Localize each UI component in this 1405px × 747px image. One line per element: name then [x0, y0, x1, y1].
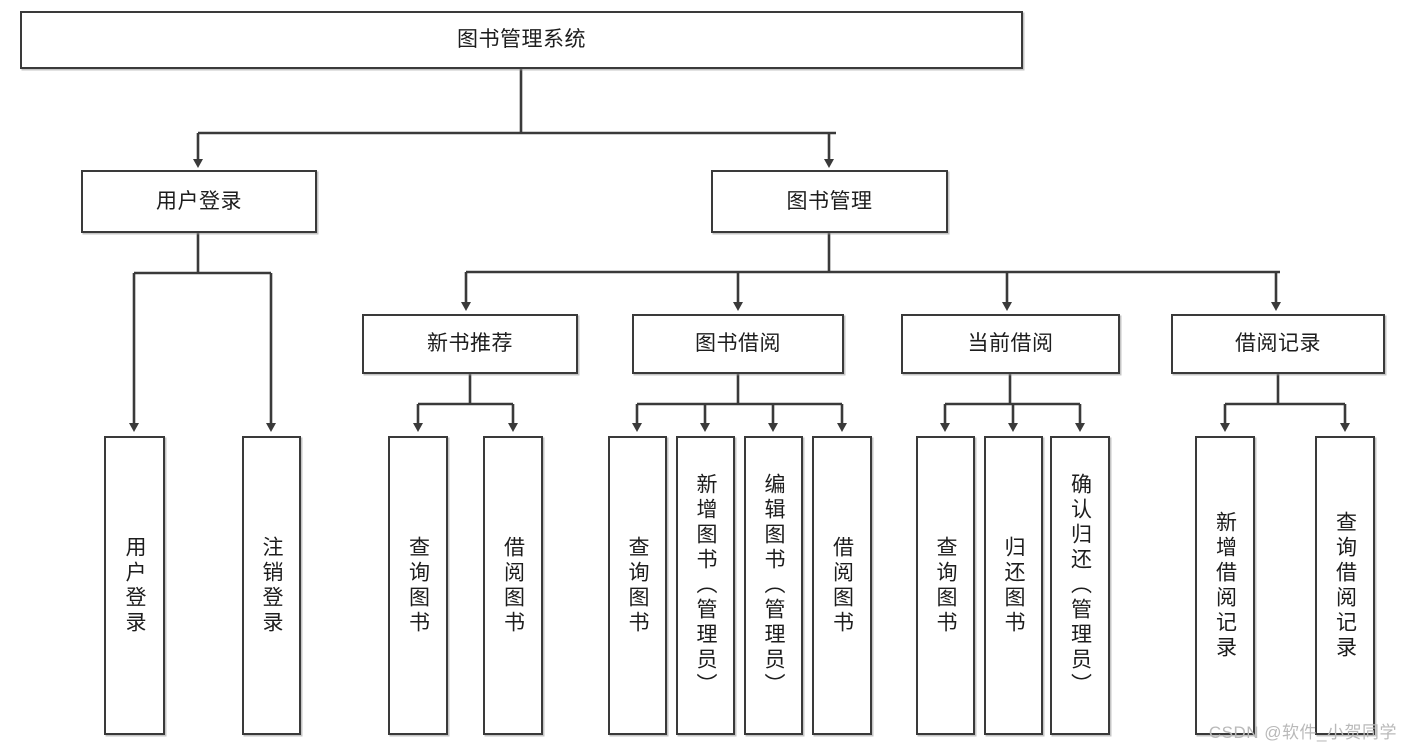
- node-leaf-query-record[interactable]: 查询借阅记录: [1315, 436, 1375, 735]
- node-current-borrow[interactable]: 当前借阅: [901, 314, 1120, 374]
- node-label: 用户登录: [156, 189, 242, 213]
- node-label: 图书管理: [786, 189, 873, 213]
- node-leaf-borrow-book-2[interactable]: 借阅图书: [812, 436, 872, 735]
- node-leaf-user-login[interactable]: 用户登录: [104, 436, 165, 735]
- node-label: 图书管理系统: [457, 28, 586, 52]
- node-label: 查询图书: [626, 535, 649, 636]
- node-label: 借阅图书: [830, 535, 854, 636]
- node-label: 借阅记录: [1235, 332, 1321, 356]
- node-label: 归还图书: [1002, 535, 1025, 636]
- node-label: 注销登录: [260, 535, 283, 636]
- node-leaf-return-book[interactable]: 归还图书: [984, 436, 1043, 735]
- node-leaf-query-book-3[interactable]: 查询图书: [916, 436, 975, 735]
- node-root-system[interactable]: 图书管理系统: [20, 11, 1023, 69]
- node-user-login[interactable]: 用户登录: [81, 170, 317, 233]
- node-label: 新书推荐: [427, 332, 513, 356]
- node-label: 查询图书: [406, 535, 430, 636]
- node-label: 用户登录: [123, 535, 146, 636]
- node-label: 确认归还（管理员）: [1068, 473, 1092, 698]
- csdn-watermark: CSDN @软件_小贺同学: [1208, 723, 1397, 742]
- node-label: 借阅图书: [501, 535, 525, 636]
- node-label: 查询借阅记录: [1333, 510, 1357, 661]
- node-leaf-borrow-book-1[interactable]: 借阅图书: [483, 436, 543, 735]
- node-leaf-add-book[interactable]: 新增图书（管理员）: [676, 436, 735, 735]
- node-borrow-record[interactable]: 借阅记录: [1171, 314, 1385, 374]
- node-label: 查询图书: [934, 535, 957, 636]
- node-leaf-query-book-2[interactable]: 查询图书: [608, 436, 667, 735]
- node-leaf-edit-book[interactable]: 编辑图书（管理员）: [744, 436, 803, 735]
- node-label: 新增借阅记录: [1213, 510, 1237, 661]
- node-leaf-confirm-return[interactable]: 确认归还（管理员）: [1050, 436, 1110, 735]
- node-leaf-user-logout[interactable]: 注销登录: [242, 436, 301, 735]
- node-label: 当前借阅: [967, 332, 1054, 356]
- node-label: 新增图书（管理员）: [694, 473, 717, 698]
- node-label: 图书借阅: [695, 332, 781, 356]
- node-leaf-add-record[interactable]: 新增借阅记录: [1195, 436, 1255, 735]
- node-leaf-query-book-1[interactable]: 查询图书: [388, 436, 448, 735]
- node-book-management[interactable]: 图书管理: [711, 170, 948, 233]
- node-new-book-recommend[interactable]: 新书推荐: [362, 314, 578, 374]
- node-book-borrow[interactable]: 图书借阅: [632, 314, 844, 374]
- node-label: 编辑图书（管理员）: [762, 473, 785, 698]
